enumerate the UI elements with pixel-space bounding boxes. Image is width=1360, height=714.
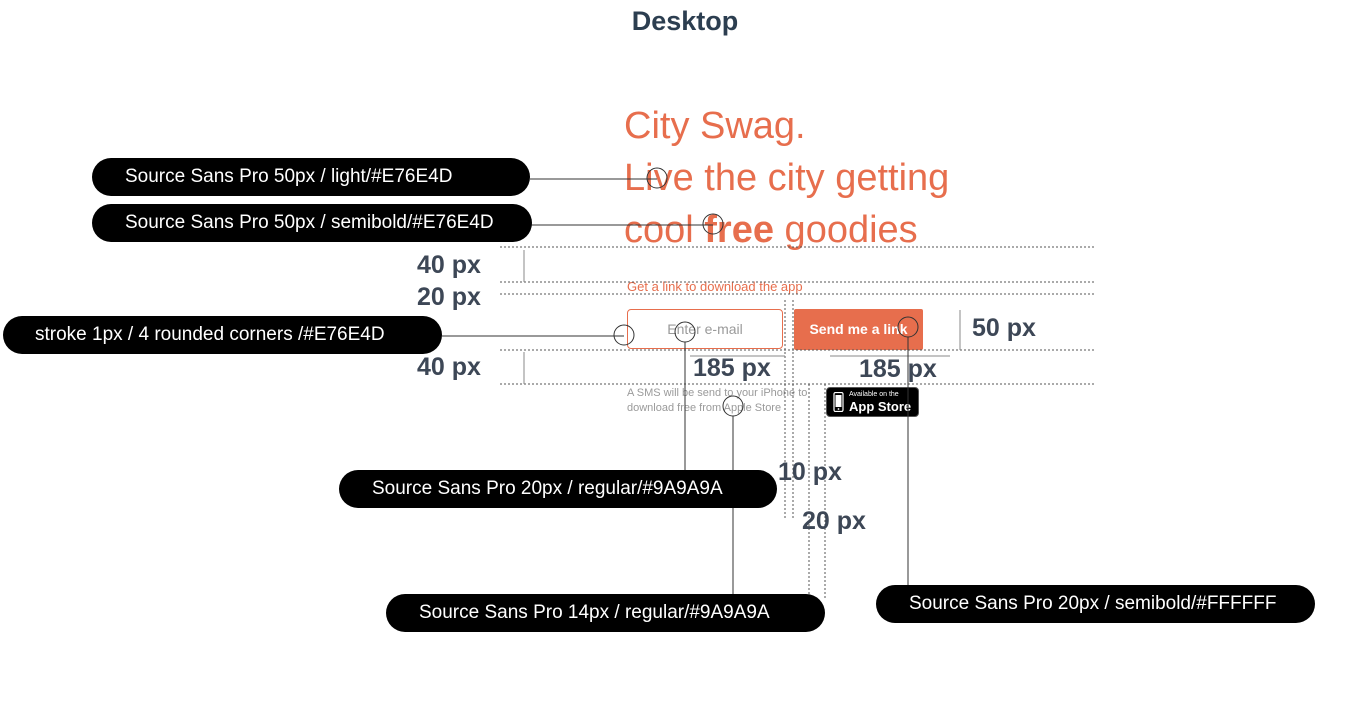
dim-label-gap-label: 20 px [417,283,481,311]
annotation-stroke: stroke 1px / 4 rounded corners /#E76E4D [3,316,442,354]
annotation-small-font: Source Sans Pro 14px / regular/#9A9A9A [386,594,825,632]
send-link-button[interactable]: Send me a link [794,309,923,350]
marker-button-font [897,316,919,338]
page-title: Desktop [631,6,739,36]
hero-free-word: free [704,209,774,251]
app-store-small-text: Available on the [849,391,899,398]
dim-label-gap-top: 40 px [417,251,481,279]
marker-stroke [613,324,635,346]
dim-label-input-width: 185 px [693,354,771,382]
hero-line-3-pre: cool [624,209,705,251]
iphone-icon [833,392,844,412]
hero-line-3-post: goodies [774,209,918,251]
dim-label-gap-badge: 20 px [802,507,866,535]
marker-light-title [646,167,668,189]
annotation-light-title: Source Sans Pro 50px / light/#E76E4D [92,158,530,196]
marker-semibold [702,213,724,235]
dim-label-field-height: 50 px [972,314,1036,342]
annotation-input-font: Source Sans Pro 20px / regular/#9A9A9A [339,470,777,508]
annotation-semibold-title: Source Sans Pro 50px / semibold/#E76E4D [92,204,532,242]
cta-label: Get a link to download the app [627,279,803,294]
hero-line-2: Live the city getting [624,157,950,199]
email-input[interactable]: Enter e-mail [627,309,783,349]
dim-label-button-width: 185 px [859,355,937,383]
hero-line-1: City Swag. [624,105,806,147]
marker-input-font [674,321,696,343]
annotation-button-font: Source Sans Pro 20px / semibold/#FFFFFF [876,585,1315,623]
dim-label-gap-bottom: 40 px [417,353,481,381]
dim-label-gap-note: 10 px [778,458,842,486]
app-store-badge[interactable]: Available on the App Store [826,387,919,417]
hero-title: City Swag. Live the city getting cool fr… [624,100,949,256]
marker-small-font [722,395,744,417]
app-store-text: App Store [849,399,912,414]
hero-line-3: cool free goodies [624,204,949,256]
